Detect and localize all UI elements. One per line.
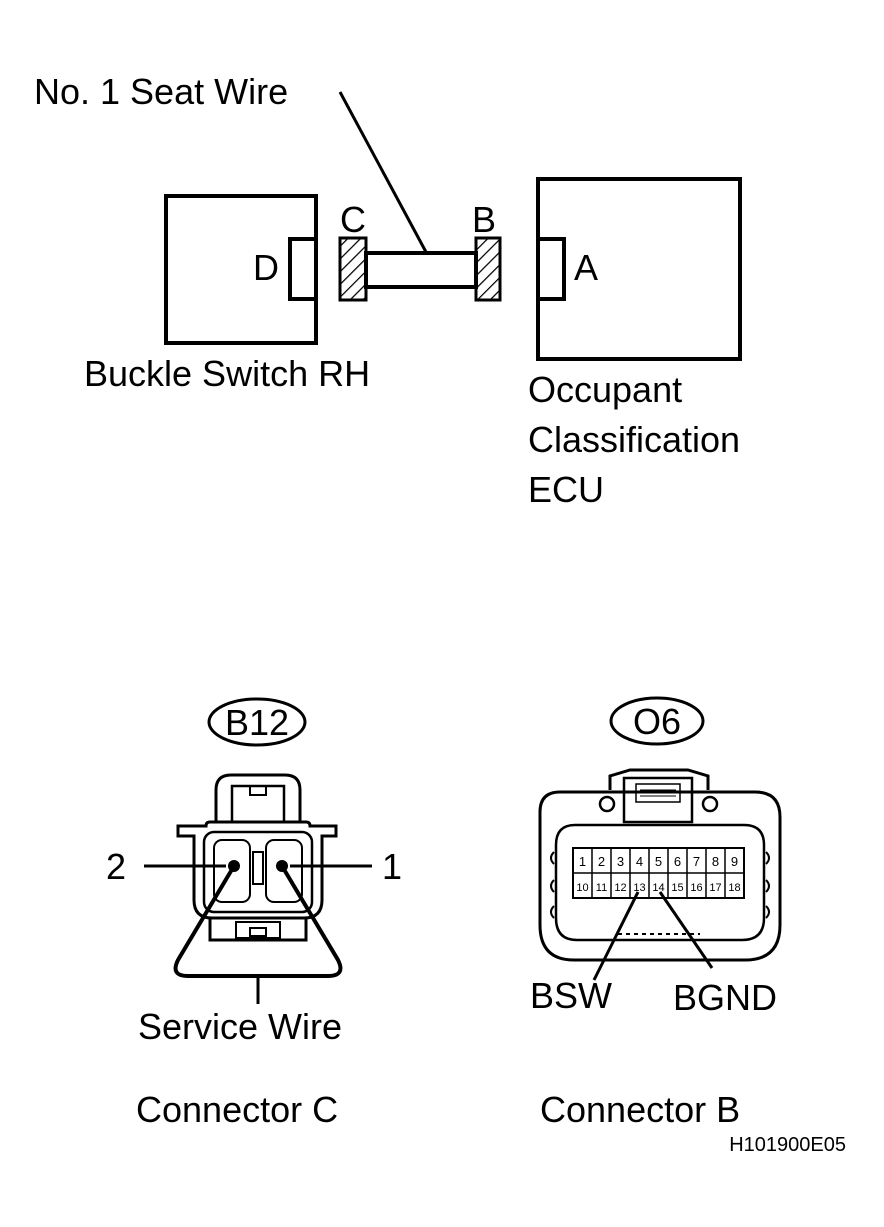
connector-c-drawing: B12 2 1 Service Wire [106, 697, 402, 1047]
ecu-label-line-3: ECU [528, 469, 604, 510]
connector-a-socket [536, 237, 566, 301]
connector-b-caption: Connector B [540, 1089, 740, 1130]
connector-c-inner-right [265, 839, 303, 903]
connector-c-letter: C [340, 199, 366, 240]
pin-number-7: 7 [693, 854, 700, 869]
connector-c-code-oval [207, 697, 307, 747]
buckle-switch-label: Buckle Switch RH [84, 353, 370, 394]
service-wire-label: Service Wire [138, 1006, 342, 1047]
bgnd-label: BGND [673, 977, 777, 1018]
connector-b-rib-right-3 [765, 905, 770, 919]
seat-wire-harness [364, 251, 478, 289]
connector-c-plug [338, 236, 368, 302]
pin-2-label: 2 [106, 846, 126, 887]
connector-c-bottom-lock [208, 918, 308, 942]
connector-c-inner-left [213, 839, 251, 903]
pin-number-4: 4 [636, 854, 643, 869]
connector-c-bottom-lock-tab [235, 921, 281, 939]
connector-a-letter: A [574, 247, 598, 288]
connector-b-rib-left-3 [550, 905, 555, 919]
pin-number-15: 15 [671, 882, 683, 894]
connector-b-rib-left-1 [550, 851, 555, 865]
connector-d-letter: D [253, 247, 279, 288]
connector-b-rib-right-2 [765, 879, 770, 893]
figure-id: H101900E05 [729, 1134, 846, 1156]
bgnd-leader [658, 891, 714, 969]
connector-b-letter: B [472, 199, 496, 240]
pin-number-5: 5 [655, 854, 662, 869]
pin-number-13: 13 [633, 882, 645, 894]
connector-b-rib-left-2 [550, 879, 555, 893]
pin-number-9: 9 [731, 854, 738, 869]
connector-b-inner-shell [554, 823, 766, 942]
connector-c-code: B12 [225, 702, 289, 743]
pin-1-label: 1 [382, 846, 402, 887]
wire-label: No. 1 Seat Wire [34, 71, 288, 112]
pin-number-2: 2 [598, 854, 605, 869]
connector-b-latch [608, 768, 710, 790]
ecu-label-line-1: Occupant [528, 369, 682, 410]
connector-d-socket [288, 237, 318, 301]
pin-number-17: 17 [709, 882, 721, 894]
connector-b-code-oval [609, 696, 705, 746]
pin-number-3: 3 [617, 854, 624, 869]
connector-c-center-rib [252, 851, 264, 885]
ecu-label-line-2: Classification [528, 419, 740, 460]
connector-c-latch [214, 773, 302, 826]
connector-b-ear-left [598, 795, 616, 813]
connector-b-code: O6 [633, 701, 681, 742]
pin-number-18: 18 [728, 882, 740, 894]
connector-c-cavity [202, 830, 314, 914]
bsw-leader [592, 891, 640, 981]
wire-label-leader [338, 91, 428, 253]
pin-number-16: 16 [690, 882, 702, 894]
pin-number-8: 8 [712, 854, 719, 869]
connector-c-latch-notch [249, 785, 267, 796]
connector-b-rib-right-1 [765, 851, 770, 865]
connector-b-plug [474, 236, 502, 302]
bsw-label: BSW [530, 975, 612, 1016]
pin-number-12: 12 [614, 882, 626, 894]
pin-number-14: 14 [652, 882, 664, 894]
pin-number-10: 10 [576, 882, 588, 894]
pin-number-1: 1 [579, 854, 586, 869]
connector-c-latch-tab [230, 784, 286, 824]
connector-c-caption: Connector C [136, 1089, 338, 1130]
pin-number-6: 6 [674, 854, 681, 869]
connector-b-housing [538, 790, 782, 962]
ecu-box [536, 177, 742, 361]
pin-number-11: 11 [596, 882, 607, 894]
connector-b-ear-right [701, 795, 719, 813]
connector-c-bottom-lock-nub [249, 927, 267, 937]
